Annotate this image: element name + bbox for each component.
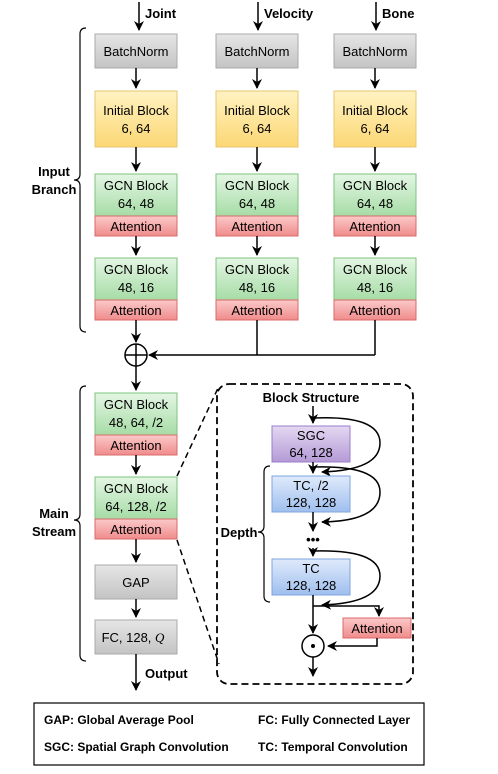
gcn-block-label: GCN Block — [343, 262, 408, 277]
attention-branch-line — [313, 605, 384, 617]
gcn-block-dims: 64, 48 — [239, 196, 275, 211]
block-structure-title: Block Structure — [263, 390, 360, 405]
tc-dims: 128, 128 — [286, 495, 337, 510]
gcn-block-dims: 48, 16 — [357, 280, 393, 295]
branch-bone: Bone BatchNorm Initial Block 6, 64 GCN B… — [333, 2, 417, 355]
gcn-block-2-velocity — [215, 257, 299, 301]
gcn-block-label: GCN Block — [104, 178, 169, 193]
gcn-block-1-joint — [94, 173, 178, 217]
gcn-block-label: GCN Block — [225, 178, 290, 193]
gcn-block-dims: 48, 64, /2 — [109, 415, 163, 430]
input-label-bone: Bone — [382, 6, 415, 21]
gcn-block-label: GCN Block — [343, 178, 408, 193]
depth-ellipsis: ••• — [306, 532, 320, 547]
attention-label: Attention — [110, 438, 161, 453]
initial-block-dims: 6, 64 — [243, 121, 272, 136]
residual-loop-tc1 — [312, 466, 381, 527]
input-branch-label: Branch — [32, 182, 77, 197]
attention-label: Attention — [351, 621, 402, 636]
gcn-block-label: GCN Block — [104, 481, 169, 496]
tc-dims: 128, 128 — [286, 578, 337, 593]
initial-block-label: Initial Block — [103, 103, 169, 118]
legend-box — [33, 702, 425, 766]
gcn-block-1-bone — [333, 173, 417, 217]
fc-output-var: Q — [155, 630, 165, 645]
gcn-block-dims: 48, 16 — [118, 280, 154, 295]
batchnorm-label: BatchNorm — [342, 44, 407, 59]
multiply-operator-icon — [301, 634, 325, 658]
input-branch-bracket — [73, 27, 87, 333]
batchnorm-label: BatchNorm — [224, 44, 289, 59]
initial-block-bone — [333, 90, 417, 148]
initial-block-joint — [94, 90, 178, 148]
gcn-block-1-velocity — [215, 173, 299, 217]
gcn-block-2-bone — [333, 257, 417, 301]
attention-label: Attention — [349, 219, 400, 234]
branch-joint: Joint BatchNorm Initial Block 6, 64 GCN … — [94, 2, 178, 343]
main-stream-bracket — [73, 385, 87, 662]
sgc-dims: 64, 128 — [289, 445, 332, 460]
attention-label: Attention — [110, 522, 161, 537]
gcn-block-main-b — [94, 476, 178, 520]
fc-label: FC, 128, Q — [102, 630, 165, 645]
initial-block-dims: 6, 64 — [361, 121, 390, 136]
sgc-block — [271, 425, 351, 463]
depth-label: Depth — [221, 525, 258, 540]
batchnorm-block-bone — [333, 33, 417, 69]
gcn-block-label: GCN Block — [104, 397, 169, 412]
tc-block-2 — [271, 558, 351, 596]
input-label-velocity: Velocity — [264, 6, 314, 21]
batchnorm-label: BatchNorm — [103, 44, 168, 59]
gcn-block-label: GCN Block — [104, 262, 169, 277]
tc-block-1 — [271, 475, 351, 513]
depth-bracket — [257, 465, 271, 603]
block-structure-panel — [216, 383, 414, 685]
gap-label: GAP — [122, 575, 149, 590]
legend-gap: GAP: Global Average Pool — [44, 713, 194, 727]
gap-block — [94, 564, 178, 600]
attention-label: Attention — [110, 303, 161, 318]
add-operator-icon — [124, 343, 148, 367]
gcn-block-main-a — [94, 392, 178, 436]
residual-loop-tc2 — [312, 550, 381, 610]
batchnorm-block-velocity — [215, 33, 299, 69]
legend-sgc: SGC: Spatial Graph Convolution — [44, 740, 229, 754]
zoom-line-bottom — [176, 539, 220, 665]
gcn-block-dims: 64, 128, /2 — [105, 499, 166, 514]
main-stream: GCN Block 48, 64, /2 Attention GCN Block… — [94, 392, 188, 691]
gcn-block-dims: 48, 16 — [239, 280, 275, 295]
zoom-line-top — [176, 385, 220, 477]
attention-label: Attention — [349, 303, 400, 318]
input-label-joint: Joint — [145, 6, 177, 21]
initial-block-label: Initial Block — [342, 103, 408, 118]
input-branch-label: Input — [38, 164, 70, 179]
legend-tc: TC: Temporal Convolution — [258, 740, 408, 754]
branch-velocity: Velocity BatchNorm Initial Block 6, 64 G… — [215, 2, 314, 355]
attention-label: Attention — [231, 219, 282, 234]
residual-loop-sgc — [312, 416, 381, 477]
fc-block — [94, 619, 178, 655]
attention-return-line — [327, 638, 378, 651]
attention-label: Attention — [231, 303, 282, 318]
gcn-block-dims: 64, 48 — [118, 196, 154, 211]
gcn-block-label: GCN Block — [225, 262, 290, 277]
gcn-block-2-joint — [94, 257, 178, 301]
tc-label: TC, /2 — [293, 478, 328, 493]
gcn-block-dims: 64, 48 — [357, 196, 393, 211]
sgc-label: SGC — [297, 428, 325, 443]
output-label: Output — [145, 666, 188, 681]
initial-block-velocity — [215, 90, 299, 148]
initial-block-label: Initial Block — [224, 103, 290, 118]
main-stream-label: Stream — [32, 524, 76, 539]
attention-label: Attention — [110, 219, 161, 234]
main-stream-label: Main — [39, 506, 69, 521]
tc-label: TC — [302, 561, 319, 576]
initial-block-dims: 6, 64 — [122, 121, 151, 136]
legend-fc: FC: Fully Connected Layer — [258, 713, 410, 727]
